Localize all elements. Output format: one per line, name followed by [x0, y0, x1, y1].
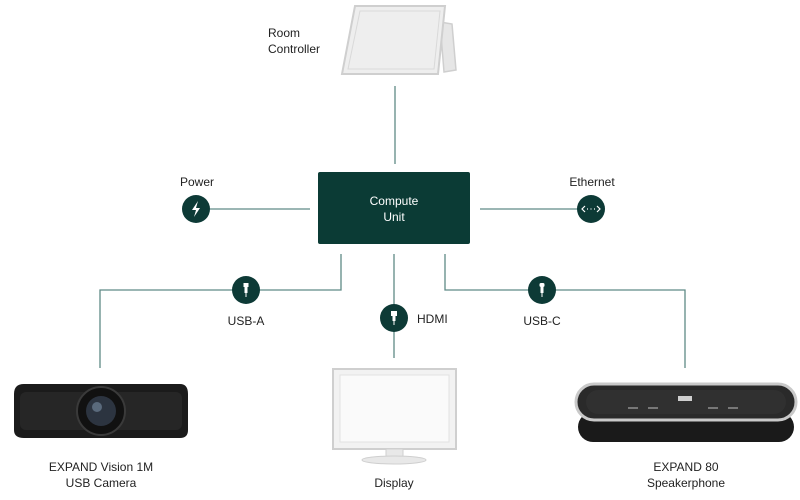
display-device	[332, 368, 457, 465]
camera-lens	[86, 396, 116, 426]
usb-a-label: USB-A	[228, 314, 265, 328]
speakerphone-badge	[678, 396, 692, 401]
line-hub-camera	[99, 254, 342, 368]
power-node	[182, 195, 210, 223]
compute-unit-label-line2: Unit	[383, 210, 405, 224]
room-controller-device	[340, 5, 457, 75]
room-controller-label-line2: Controller	[268, 42, 320, 56]
speakerphone-buttons	[628, 407, 738, 409]
compute-unit-box	[318, 172, 470, 244]
hdmi-node	[380, 304, 408, 332]
hdmi-plug-icon	[391, 311, 397, 325]
hdmi-label: HDMI	[417, 312, 448, 326]
controller-screen-inner	[347, 10, 441, 70]
usb-a-node	[232, 276, 260, 304]
usb-camera-device	[14, 384, 188, 438]
camera-lens-highlight	[92, 402, 102, 412]
ethernet-arrows-icon	[581, 205, 601, 213]
lightning-bolt-icon	[192, 201, 200, 217]
power-label: Power	[180, 175, 214, 189]
camera-label: EXPAND Vision 1M	[49, 460, 153, 474]
display-base	[361, 455, 427, 465]
camera-label-line2: USB Camera	[66, 476, 137, 490]
display-screen-inner	[339, 374, 450, 443]
controller-stand	[439, 21, 457, 73]
controller-screen	[340, 5, 447, 75]
ethernet-node	[577, 195, 605, 223]
usb-c-plug-icon	[539, 283, 545, 297]
room-controller-label: Room	[268, 26, 300, 40]
usb-c-label: USB-C	[523, 314, 561, 328]
speakerphone-label-line2: Speakerphone	[647, 476, 725, 490]
usb-plug-icon	[243, 283, 249, 297]
speakerphone-label: EXPAND 80	[653, 460, 718, 474]
ethernet-label: Ethernet	[569, 175, 615, 189]
speakerphone-device	[574, 382, 798, 442]
compute-unit-label: Compute	[370, 194, 419, 208]
display-label: Display	[374, 476, 413, 490]
usb-c-node	[528, 276, 556, 304]
speakerphone-grille	[586, 390, 786, 414]
line-hub-speakerphone	[444, 254, 686, 368]
